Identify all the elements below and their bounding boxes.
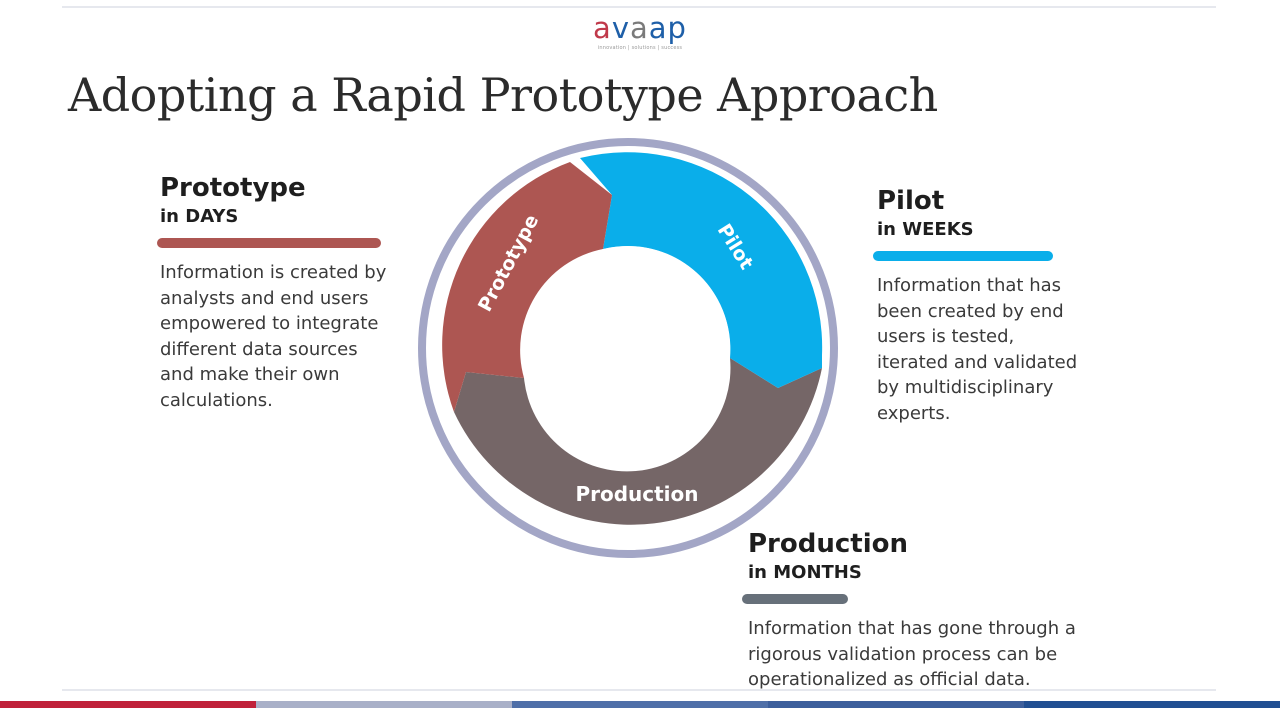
prototype-subheading: in DAYS: [160, 206, 239, 227]
cycle-label-production: Production: [575, 482, 698, 506]
production-block: Production in MONTHS Information that ha…: [742, 529, 1118, 693]
production-heading: Production: [748, 529, 908, 559]
logo-tagline: innovation | solutions | success: [597, 45, 683, 51]
prototype-segment: [442, 162, 612, 412]
pilot-subheading: in WEEKS: [877, 219, 974, 240]
production-subheading: in MONTHS: [748, 562, 862, 583]
prototype-heading: Prototype: [160, 173, 306, 203]
page-title: Adopting a Rapid Prototype Approach: [68, 68, 938, 122]
logo-wordmark: avaap: [593, 11, 687, 45]
footer-bar-segment-4: [768, 701, 1024, 708]
top-divider: [62, 6, 1216, 8]
outer-ring: [418, 138, 838, 558]
pilot-description: Information that has been created by end…: [877, 275, 1078, 424]
pilot-accent-bar: [873, 251, 1053, 261]
pilot-heading: Pilot: [877, 186, 945, 216]
prototype-description: Information is created by analysts and e…: [160, 262, 387, 411]
pilot-block: Pilot in WEEKS Information that has been…: [873, 186, 1107, 426]
avaap-logo: avaap innovation | solutions | success: [592, 12, 688, 51]
cycle-center: [526, 246, 730, 450]
production-accent-bar: [742, 594, 848, 604]
footer-bar-segment-5: [1024, 701, 1280, 708]
prototype-block: Prototype in DAYS Information is created…: [157, 173, 410, 413]
production-description: Information that has gone through a rigo…: [748, 618, 1076, 690]
pilot-segment: [580, 152, 823, 388]
bottom-divider: [62, 689, 1216, 691]
footer-bar-segment-2: [256, 701, 512, 708]
footer-bar-segment-1: [0, 701, 256, 708]
production-segment: [454, 358, 822, 525]
prototype-accent-bar: [157, 238, 381, 248]
footer-bar-segment-3: [512, 701, 768, 708]
